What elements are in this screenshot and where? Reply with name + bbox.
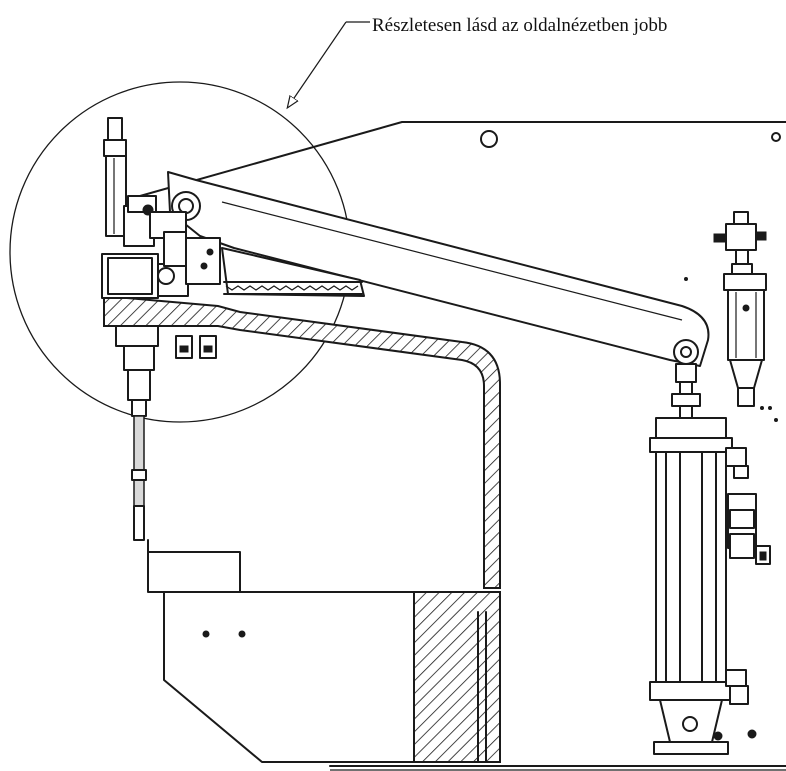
callout-label: Részletesen lásd az oldalnézetben jobb bbox=[372, 15, 668, 36]
base-dots bbox=[713, 729, 757, 741]
valve-block bbox=[727, 493, 771, 565]
upper-frame-plate bbox=[139, 121, 786, 422]
filter-regulator bbox=[713, 211, 767, 407]
tension-spring bbox=[221, 247, 365, 297]
head-assembly bbox=[101, 117, 221, 541]
callout-leader bbox=[290, 21, 370, 104]
pneumatic-cylinder bbox=[649, 339, 749, 755]
